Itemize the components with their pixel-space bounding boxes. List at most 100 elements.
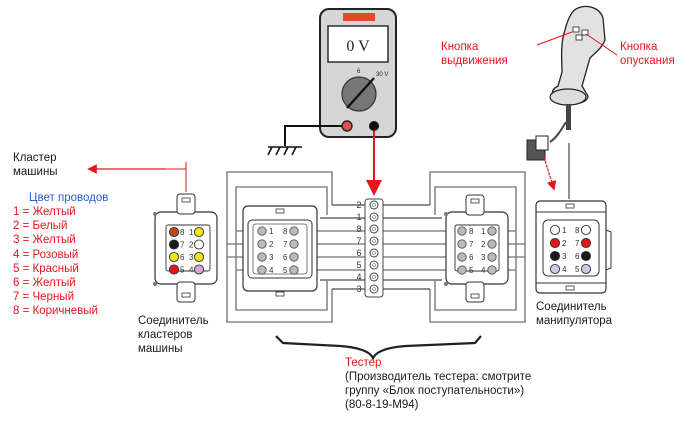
connector-pin <box>257 226 267 236</box>
pin-label: 4 <box>562 265 567 274</box>
pin-label: 5 <box>469 266 474 275</box>
pin-label: 8 <box>469 227 474 236</box>
volt-jack <box>369 121 379 131</box>
legend-item: 7 = Черный <box>13 291 74 304</box>
multimeter-display <box>327 25 389 63</box>
colored-pin <box>580 237 592 249</box>
tester-pin-label: 1 <box>356 212 361 222</box>
connector-pin <box>457 252 467 262</box>
tester-pin-label: 4 <box>356 272 361 282</box>
connector-pin <box>457 239 467 249</box>
pin-label: 6 <box>469 253 474 262</box>
pin-label: 3 <box>481 253 486 262</box>
colored-pin <box>580 263 592 275</box>
connector-pin <box>487 265 497 275</box>
connector-pin <box>487 252 497 262</box>
pin-label: 8 <box>180 228 185 237</box>
pin-label: 2 <box>269 240 274 249</box>
tester-pin-label: 5 <box>356 260 361 270</box>
connector-pin <box>487 239 497 249</box>
ground-lead <box>284 125 342 146</box>
pin-label: 2 <box>481 240 486 249</box>
legend-item: 3 = Желтый <box>13 234 76 247</box>
pin-label: 1 <box>269 227 274 236</box>
pin-label: 7 <box>283 240 288 249</box>
colored-pin <box>193 239 205 250</box>
connector-pin <box>289 252 299 262</box>
lower-button-label: Кнопка опускания <box>620 41 675 67</box>
dial-left-label: 6 <box>357 69 361 75</box>
multimeter: 0 V 6 30 V <box>319 8 397 138</box>
pin-label: 5 <box>283 266 288 275</box>
joystick-illustration <box>526 5 606 161</box>
lower-button-callout <box>585 33 618 56</box>
colored-pin <box>549 224 561 236</box>
tester-pin-strip <box>364 198 384 298</box>
ground-icon <box>267 146 302 156</box>
tester-pin-label: 8 <box>356 224 361 234</box>
colored-pin <box>193 251 205 263</box>
pin-label: 2 <box>189 241 194 250</box>
wire-colors-title: Цвет проводов <box>29 192 109 204</box>
tester-pin-label: 3 <box>356 284 361 294</box>
legend-item: 1 = Желтый <box>13 206 76 218</box>
tester-pin <box>369 284 379 294</box>
tester-pin <box>369 236 379 246</box>
tester-brace <box>275 335 482 361</box>
colored-pin <box>549 263 561 275</box>
cluster-machine-label: Кластер машины <box>13 152 58 178</box>
tester-pin-label: 7 <box>356 236 361 246</box>
tester-pin-label: 6 <box>356 248 361 258</box>
wire-color-legend: 1 = Желтый 2 = Белый 3 = Желтый 4 = Розо… <box>13 205 98 319</box>
colored-pin <box>193 264 205 275</box>
tester-pin <box>369 212 379 222</box>
colored-pin <box>168 239 180 250</box>
connector-pin <box>289 226 299 236</box>
pin-label: 6 <box>283 253 288 262</box>
colored-pin <box>580 224 592 236</box>
cluster-connector-label: Соединитель кластеров машины <box>138 315 209 355</box>
legend-item: 8 = Коричневый <box>13 305 98 318</box>
extend-button-label: Кнопка выдвижения <box>441 41 508 67</box>
connector-pin <box>289 265 299 275</box>
pin-label: 4 <box>269 266 274 275</box>
colored-pin <box>168 251 180 263</box>
connector-pin <box>257 265 267 275</box>
pin-label: 1 <box>189 228 194 237</box>
connector-pin <box>487 226 497 236</box>
tester-pin <box>369 224 379 234</box>
pin-label: 5 <box>180 266 185 275</box>
tester-pin <box>369 272 379 282</box>
colored-pin <box>193 226 205 238</box>
legend-item: 4 = Розовый <box>13 248 79 261</box>
pin-label: 1 <box>562 226 567 235</box>
colored-pin <box>168 264 180 275</box>
pin-label: 4 <box>481 266 486 275</box>
pin-label: 7 <box>180 241 185 250</box>
pin-label: 3 <box>189 253 194 262</box>
harness-frame <box>226 171 526 323</box>
colored-pin <box>549 250 561 262</box>
pin-label: 3 <box>269 253 274 262</box>
com-jack <box>341 120 353 132</box>
colored-pin <box>549 237 561 249</box>
connector-pin <box>457 226 467 236</box>
dial-right-label: 30 V <box>376 72 388 78</box>
tester-pin-label: 2 <box>356 200 361 210</box>
pin-label: 2 <box>562 239 567 248</box>
connector-pin <box>289 239 299 249</box>
connector-pin <box>257 252 267 262</box>
legend-item: 5 = Красный <box>13 262 79 275</box>
pin-label: 6 <box>180 253 185 262</box>
connector-pin <box>457 265 467 275</box>
colored-pin <box>580 250 592 262</box>
pin-label: 6 <box>575 252 580 261</box>
tester-pin <box>369 200 379 210</box>
tester-title: Тестер <box>345 357 382 369</box>
pin-label: 1 <box>481 227 486 236</box>
